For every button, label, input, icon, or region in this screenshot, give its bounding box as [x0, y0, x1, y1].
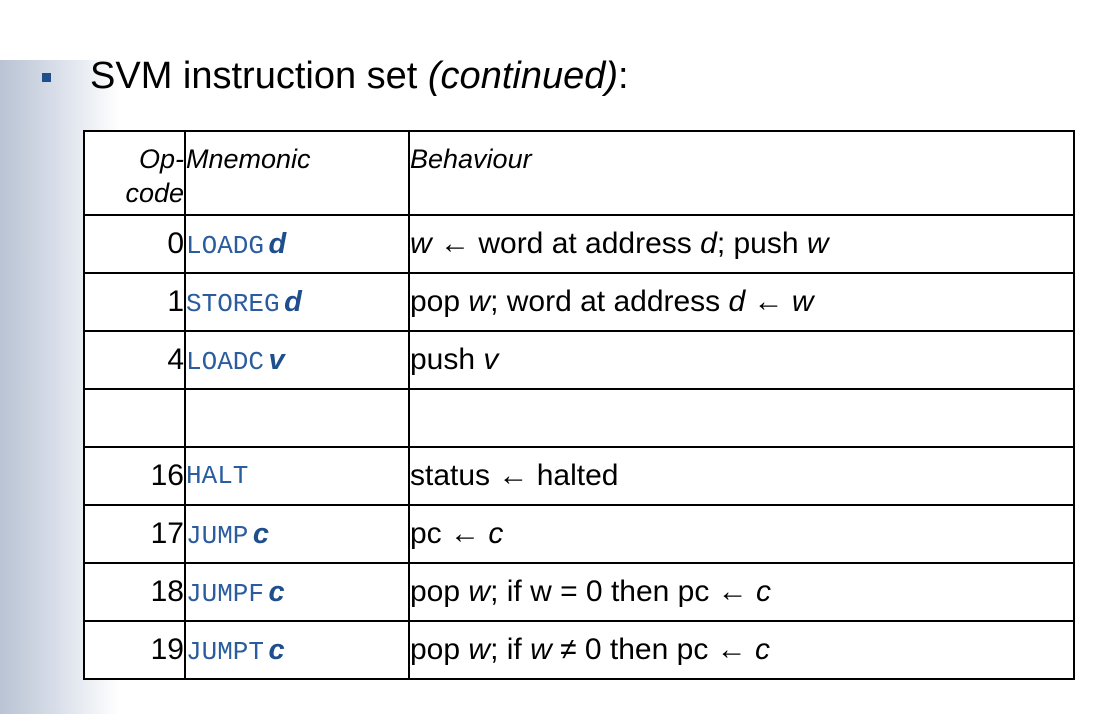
mnemonic-operand: d [268, 227, 287, 260]
mnemonic-name: STOREG [186, 288, 280, 319]
behaviour-variable: w [468, 285, 491, 318]
opcode-cell: 17 [83, 504, 186, 564]
heading-italic: (continued) [427, 55, 619, 97]
mnemonic-name: JUMPF [186, 578, 265, 609]
mnemonic-cell: JUMP c [184, 504, 410, 564]
header-mnemonic: Mnemonic [184, 130, 410, 216]
behaviour-variable: w [791, 285, 814, 318]
behaviour-variable: d [728, 285, 746, 318]
behaviour-variable: c [756, 575, 772, 608]
behaviour-cell: pop w; if w = 0 then pc ← c [408, 562, 1075, 622]
table-row [83, 388, 1075, 448]
opcode-cell: 19 [83, 620, 186, 680]
behaviour-cell: pop w; word at address d ← w [408, 272, 1075, 332]
opcode-cell: 16 [83, 446, 186, 506]
opcode-cell: 1 [83, 272, 186, 332]
mnemonic-operand: c [268, 575, 285, 608]
behaviour-cell [408, 388, 1075, 448]
behaviour-variable: w [468, 633, 491, 666]
heading-suffix: : [618, 55, 629, 97]
header-opcode-line1: Op- [138, 144, 184, 174]
behaviour-cell: push v [408, 330, 1075, 390]
mnemonic-cell: JUMPT c [184, 620, 410, 680]
header-opcode: Op-code [83, 130, 186, 216]
slide-heading: SVM instruction set (continued): [90, 52, 629, 100]
mnemonic-name: LOADG [186, 230, 265, 261]
mnemonic-name: JUMP [186, 520, 249, 551]
behaviour-text: pc ← [410, 517, 489, 550]
behaviour-variable: c [488, 517, 504, 550]
mnemonic-cell: HALT [184, 446, 410, 506]
behaviour-text: ; push [716, 227, 807, 260]
behaviour-cell: status ← halted [408, 446, 1075, 506]
mnemonic-cell [184, 388, 410, 448]
behaviour-text: ≠ 0 then pc ← [551, 633, 755, 666]
behaviour-variable: d [700, 227, 717, 260]
behaviour-cell: pc ← c [408, 504, 1075, 564]
behaviour-text: pop [410, 285, 469, 318]
bullet-icon [42, 72, 51, 82]
mnemonic-operand: c [268, 633, 285, 666]
mnemonic-operand: c [252, 517, 270, 550]
header-behaviour: Behaviour [408, 130, 1075, 216]
behaviour-variable: w [530, 633, 552, 666]
opcode-cell: 0 [83, 214, 186, 274]
behaviour-text: push [410, 343, 484, 376]
mnemonic-name: JUMPT [186, 636, 265, 667]
behaviour-cell: w ← word at address d; push w [408, 214, 1075, 274]
behaviour-text: ← [745, 285, 792, 318]
mnemonic-cell: LOADG d [184, 214, 410, 274]
opcode-cell: 18 [83, 562, 186, 622]
behaviour-text: pop [410, 575, 469, 608]
mnemonic-operand: v [268, 343, 285, 376]
table-header-row: Op-code Mnemonic Behaviour [83, 130, 1075, 216]
mnemonic-cell: JUMPF c [184, 562, 410, 622]
mnemonic-cell: STOREG d [184, 272, 410, 332]
behaviour-text: pop [410, 633, 469, 666]
behaviour-variable: w [410, 227, 432, 260]
behaviour-text: ; if [490, 633, 531, 666]
bullet-line: SVM instruction set (continued): [42, 52, 629, 100]
behaviour-text: ; word at address [490, 285, 729, 318]
behaviour-text: ; if w = 0 then pc ← [490, 575, 757, 608]
behaviour-variable: c [754, 633, 770, 666]
behaviour-text: status ← halted [410, 459, 619, 492]
mnemonic-name: HALT [186, 461, 249, 491]
behaviour-variable: v [483, 343, 499, 376]
behaviour-variable: w [806, 227, 829, 260]
mnemonic-operand: d [284, 285, 302, 318]
opcode-cell [83, 388, 186, 448]
opcode-cell: 4 [83, 330, 186, 390]
header-opcode-line2: code [125, 178, 184, 208]
mnemonic-name: LOADC [186, 346, 265, 377]
heading-main: SVM instruction set [90, 55, 428, 97]
behaviour-cell: pop w; if w ≠ 0 then pc ← c [408, 620, 1075, 680]
mnemonic-cell: LOADC v [184, 330, 410, 390]
behaviour-text: ← word at address [431, 227, 701, 260]
behaviour-variable: w [468, 575, 491, 608]
